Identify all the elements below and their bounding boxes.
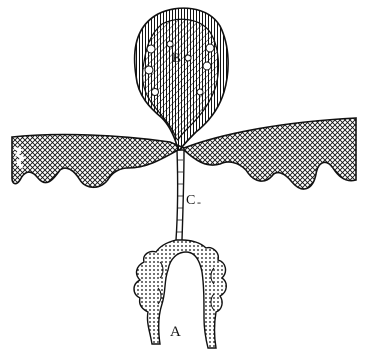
label-b: B — [172, 50, 181, 65]
bulb-b — [135, 8, 228, 150]
label-c: C — [186, 193, 195, 208]
label-a: A — [170, 324, 181, 340]
stalk — [176, 150, 184, 240]
label-c-mark: - — [197, 195, 201, 209]
